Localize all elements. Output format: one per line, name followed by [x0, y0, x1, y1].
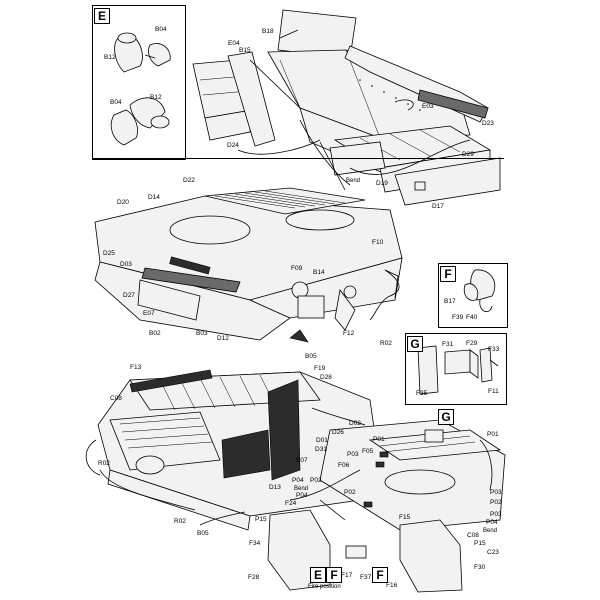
part-label: F05: [362, 448, 374, 455]
part-label: C08: [110, 395, 122, 402]
part-label: F37: [360, 574, 372, 581]
part-label: R02: [174, 518, 186, 525]
part-label: D01: [316, 437, 328, 444]
part-label: D28: [320, 374, 332, 381]
middle-assembly-art: [94, 187, 403, 343]
inset-g-letter: G: [407, 336, 423, 352]
part-label: E03: [422, 103, 434, 110]
part-label: P02: [490, 499, 502, 506]
part-label: D12: [217, 335, 229, 342]
inset-g-frame: [405, 333, 507, 405]
part-label: P01: [373, 436, 385, 443]
inset-g-art: [417, 345, 499, 395]
part-label: B15: [239, 47, 251, 54]
part-label: F10: [372, 239, 384, 246]
inset-e-frame: [92, 5, 186, 160]
part-label: D24: [227, 142, 239, 149]
bend-note-left: Bend: [294, 486, 309, 492]
part-label: F13: [130, 364, 142, 371]
part-label: F15: [399, 514, 411, 521]
part-label: B02: [149, 330, 161, 337]
part-label: P02: [310, 477, 322, 484]
part-label: D13: [269, 484, 281, 491]
part-label: D27: [123, 292, 135, 299]
part-label: C23: [487, 549, 499, 556]
part-label: B12: [150, 94, 162, 101]
inset-e-letter: E: [94, 8, 110, 24]
part-label: R02: [98, 460, 110, 467]
inset-f-art: [463, 269, 496, 313]
part-label: D23: [482, 120, 494, 127]
bend-note-right: Bend: [483, 528, 498, 534]
bend-note: Bend: [346, 178, 361, 184]
part-label: F40: [466, 314, 478, 321]
part-label: P03: [490, 489, 502, 496]
part-label: F09: [291, 265, 303, 272]
inset-f-frame: [438, 263, 508, 328]
part-label: F29: [466, 340, 478, 347]
part-label: B14: [313, 269, 325, 276]
part-label: E07: [296, 457, 308, 464]
part-label: P04: [486, 519, 498, 526]
part-label: P15: [474, 540, 486, 547]
part-label: D25: [103, 250, 115, 257]
part-label: D03: [120, 261, 132, 268]
part-label: C08: [467, 532, 479, 539]
part-label: F12: [343, 330, 355, 337]
part-label: F17: [341, 572, 353, 579]
part-label: E07: [143, 310, 155, 317]
bottom-assembly-art: [85, 369, 506, 593]
top-panel-border: [92, 158, 504, 159]
part-label: F39: [452, 314, 464, 321]
part-label: D17: [432, 203, 444, 210]
part-label: D19: [376, 180, 388, 187]
part-label: D29: [462, 151, 474, 158]
part-label: P04: [296, 492, 308, 499]
part-label: P15: [255, 516, 267, 523]
part-label: F33: [488, 346, 500, 353]
part-label: F24: [285, 500, 297, 507]
part-label: B18: [262, 28, 274, 35]
part-label: B04: [110, 99, 122, 106]
part-label: F31: [442, 341, 454, 348]
part-label: F11: [488, 388, 499, 395]
part-label: B12: [104, 54, 116, 61]
callout-f: F: [326, 567, 342, 583]
part-label: P03: [347, 451, 359, 458]
callout-e: E: [310, 567, 326, 583]
part-label: D14: [148, 194, 160, 201]
callout-f: F: [372, 567, 388, 583]
inset-f-letter: F: [440, 266, 456, 282]
part-label: E04: [228, 40, 240, 47]
part-label: D02: [349, 420, 361, 427]
part-label: P02: [344, 489, 356, 496]
part-label: B05: [305, 353, 317, 360]
part-label: R02: [380, 340, 392, 347]
inset-e-art: [110, 32, 171, 146]
part-label: F16: [386, 582, 398, 589]
part-label: B04: [155, 26, 167, 33]
part-label: D26: [332, 429, 344, 436]
part-label: D20: [117, 199, 129, 206]
part-label: P03: [490, 511, 502, 518]
part-label: F35: [416, 390, 428, 397]
part-label: F34: [249, 540, 261, 547]
part-label: F06: [338, 462, 350, 469]
part-label: F30: [474, 564, 486, 571]
callout-g: G: [438, 409, 454, 425]
part-label: D22: [183, 177, 195, 184]
part-label: B05: [197, 530, 209, 537]
part-label: P01: [487, 431, 499, 438]
part-label: P04: [292, 477, 304, 484]
part-label: F28: [248, 574, 260, 581]
part-label: F19: [314, 365, 326, 372]
part-label: B17: [444, 298, 456, 305]
part-label: D31: [315, 446, 327, 453]
fire-position-note: Fire position: [308, 584, 341, 590]
part-label: B03: [196, 330, 208, 337]
